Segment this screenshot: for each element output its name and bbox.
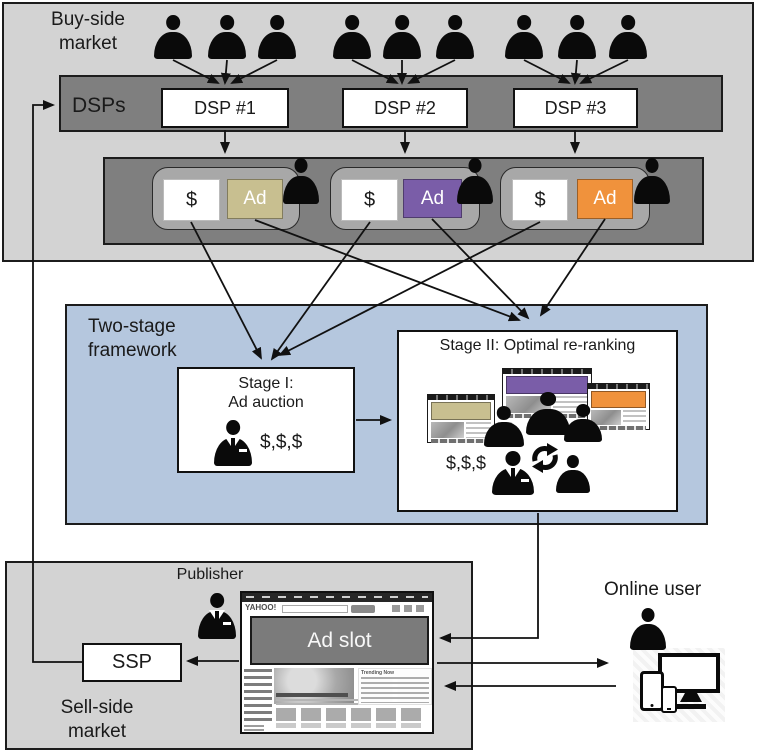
monitor-icon bbox=[658, 653, 720, 693]
user-icon bbox=[484, 406, 524, 447]
auctioneer-icon bbox=[214, 420, 252, 466]
advertiser-icon bbox=[208, 15, 246, 59]
dsp-3-box: DSP #3 bbox=[513, 88, 638, 128]
buy-side-market-label: Buy-side market bbox=[51, 9, 125, 54]
money-label: $ bbox=[185, 188, 198, 211]
trending-title: Trending Now bbox=[361, 670, 395, 676]
advertiser-icon bbox=[154, 15, 192, 59]
stage1-money: $,$,$ bbox=[260, 432, 303, 453]
advertiser-icon bbox=[558, 15, 596, 59]
ad-slot-label: Ad slot bbox=[307, 628, 372, 652]
advertiser-icon bbox=[505, 15, 543, 59]
ad-label: Ad bbox=[593, 188, 617, 209]
bid-money-2: $ bbox=[341, 179, 398, 221]
thumb-ad-banner bbox=[431, 402, 491, 420]
dsp-1-box: DSP #1 bbox=[161, 88, 289, 128]
ad-creative-1: Ad bbox=[227, 179, 283, 219]
advertiser-icon bbox=[609, 15, 647, 59]
ad-label: Ad bbox=[243, 188, 267, 209]
stage1-box bbox=[177, 367, 355, 473]
money-label: $ bbox=[534, 188, 546, 211]
webpage-account-links bbox=[392, 605, 428, 612]
dsp-3-label: DSP #3 bbox=[544, 97, 607, 118]
publisher-label: Publisher bbox=[176, 566, 244, 583]
ssp-label: SSP bbox=[111, 651, 153, 673]
webpage-footer-links bbox=[244, 725, 264, 732]
bidder-icon bbox=[283, 158, 319, 204]
ad-slot: Ad slot bbox=[250, 616, 429, 665]
monitor-base bbox=[676, 704, 706, 709]
thumb-browser-bar bbox=[503, 369, 591, 374]
bidder-icon bbox=[634, 158, 670, 204]
sell-side-market-label: Sell-side market bbox=[60, 697, 134, 742]
stage1-title: Stage I: bbox=[238, 375, 294, 392]
webpage-navbar bbox=[242, 593, 432, 602]
ad-creative-2: Ad bbox=[403, 179, 462, 218]
bid-money-1: $ bbox=[163, 179, 220, 221]
online-user-label: Online user bbox=[604, 579, 702, 600]
ssp-box: SSP bbox=[82, 643, 182, 682]
thumb-ad-banner bbox=[591, 391, 646, 409]
tablet-icon bbox=[640, 671, 664, 711]
dsp-1-label: DSP #1 bbox=[194, 97, 256, 118]
bidder-icon bbox=[457, 158, 493, 204]
publisher-icon bbox=[198, 593, 236, 639]
dsp-2-box: DSP #2 bbox=[342, 88, 468, 128]
advertiser-icon bbox=[333, 15, 371, 59]
auctioneer-icon bbox=[492, 451, 534, 495]
webpage-thumbnail-captions bbox=[276, 723, 422, 728]
advertiser-icon bbox=[383, 15, 421, 59]
trending-list bbox=[361, 677, 429, 703]
money-label: $ bbox=[363, 188, 376, 211]
stage2-money: $,$,$ bbox=[446, 453, 487, 473]
webpage-search-button bbox=[351, 605, 375, 613]
user-icon bbox=[526, 392, 570, 435]
webpage-article-text bbox=[276, 699, 380, 705]
monitor-stand bbox=[680, 693, 702, 702]
webpage-thumb-tan bbox=[427, 394, 495, 443]
online-user-icon bbox=[630, 608, 666, 650]
phone-icon bbox=[661, 686, 677, 713]
dsp-2-label: DSP #2 bbox=[374, 97, 436, 118]
user-icon bbox=[556, 455, 590, 493]
thumb-browser-bar bbox=[588, 384, 649, 389]
stage1-subtitle: Ad auction bbox=[228, 394, 304, 411]
webpage-article-photo bbox=[274, 668, 354, 704]
bid-money-3: $ bbox=[512, 179, 568, 221]
advertiser-icon bbox=[258, 15, 296, 59]
ad-label: Ad bbox=[420, 187, 445, 209]
thumb-browser-bar bbox=[428, 395, 494, 400]
webpage-headline bbox=[276, 693, 348, 697]
stage2-title: Stage II: Optimal re-ranking bbox=[439, 337, 636, 354]
dsps-label: DSPs bbox=[72, 94, 126, 117]
publisher-webpage: YAHOO! Ad slot Trending Now bbox=[240, 591, 434, 734]
ad-creative-3: Ad bbox=[577, 179, 633, 219]
webpage-logo: YAHOO! bbox=[245, 603, 277, 612]
webpage-sidebar bbox=[244, 669, 272, 721]
user-icon bbox=[564, 404, 602, 442]
webpage-trending-panel: Trending Now bbox=[358, 668, 432, 705]
webpage-thumbnail-strip bbox=[276, 708, 422, 721]
framework-label: Two-stage framework bbox=[88, 316, 177, 361]
advertiser-icon bbox=[436, 15, 474, 59]
webpage-search-input bbox=[282, 605, 348, 613]
